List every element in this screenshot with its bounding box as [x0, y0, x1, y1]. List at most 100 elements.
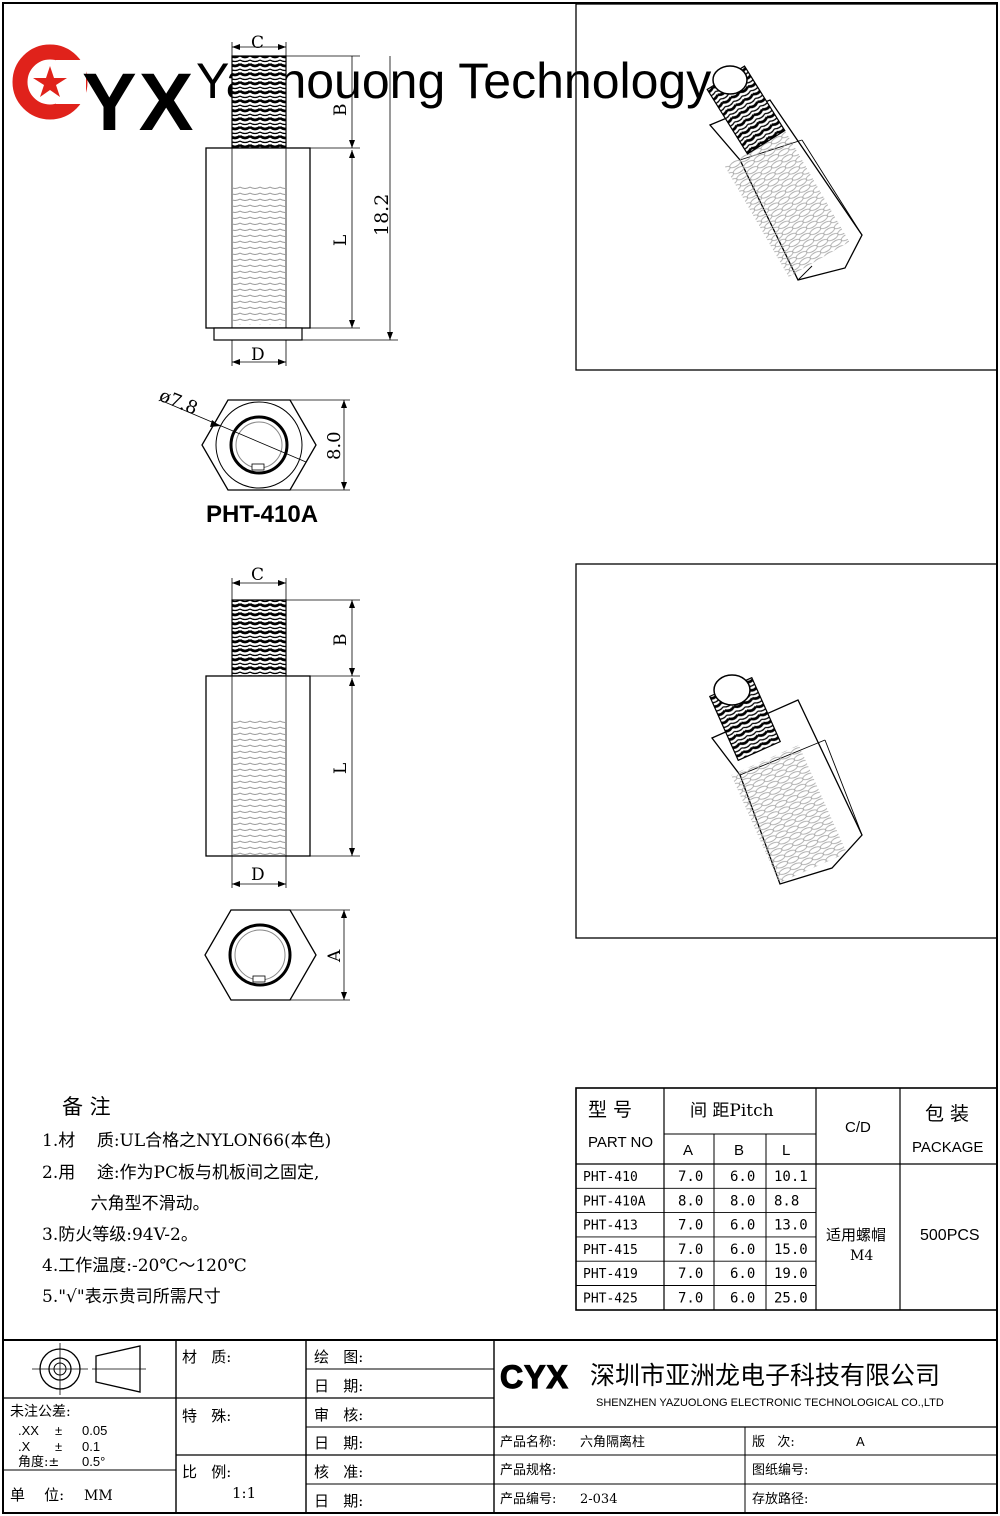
- cell-l: 10.1: [774, 1169, 808, 1185]
- title-block: 材 质: 特 殊: 比 例: 1:1 未注公差: .XX ± 0.05 .X ±…: [2, 1339, 998, 1514]
- dim-a-label: A: [325, 949, 345, 963]
- notes-title: 备 注: [62, 1095, 111, 1119]
- cell-a: 7.0: [678, 1266, 703, 1282]
- tolerance-x-value: 0.1: [82, 1439, 100, 1454]
- dim-d-label: D: [251, 345, 265, 365]
- tolerance-xx-value: 0.05: [82, 1423, 107, 1438]
- cell-part: PHT-413: [583, 1219, 638, 1234]
- title-block-logo: CYX: [500, 1359, 569, 1395]
- table-row: PHT-425 7.0 6.0 25.0: [583, 1291, 808, 1307]
- tolerance-x-pm: ±: [55, 1439, 62, 1454]
- dim-total-label: 18.2: [371, 194, 393, 236]
- version-label: 版 次:: [752, 1434, 795, 1450]
- date-label-3: 日 期:: [314, 1492, 363, 1510]
- table-row: PHT-419 7.0 6.0 19.0: [583, 1266, 808, 1282]
- part1-top-view: ø7.8 8.0: [156, 385, 350, 491]
- tolerance-angle-value: 0.5°: [82, 1454, 105, 1469]
- dim-b-label: B: [331, 634, 351, 647]
- part2-iso-view: [708, 674, 863, 885]
- note-line-4: 3.防火等级:94V-2。: [42, 1225, 198, 1245]
- header-a: A: [683, 1142, 693, 1159]
- cell-b: 6.0: [730, 1218, 755, 1234]
- cell-part: PHT-410A: [583, 1194, 646, 1209]
- reviewed-by-label: 审 核:: [314, 1406, 363, 1424]
- cell-l: 13.0: [774, 1218, 808, 1234]
- header-model-cn: 型 号: [588, 1099, 632, 1121]
- date-label-2: 日 期:: [314, 1434, 363, 1452]
- header-model-en: PART NO: [588, 1134, 653, 1151]
- tolerance-x: .X: [18, 1439, 31, 1454]
- product-number-label: 产品编号:: [500, 1492, 556, 1507]
- dim-l-label: L: [331, 235, 351, 246]
- dim-b-label: B: [331, 104, 351, 117]
- product-spec-label: 产品规格:: [500, 1462, 556, 1478]
- cell-part: PHT-425: [583, 1292, 638, 1307]
- unit-label: 单 位:: [10, 1486, 64, 1504]
- part1-label: PHT-410A: [206, 501, 318, 528]
- part1-iso-view: [706, 65, 863, 281]
- header-b: B: [734, 1142, 744, 1159]
- date-label-1: 日 期:: [314, 1377, 363, 1395]
- part2-side-view: C B L D: [205, 565, 360, 888]
- part1-side-view: C B L 18.2 D: [205, 33, 398, 366]
- spec-table: 型 号 PART NO 间 距Pitch A B L C/D 包 装 PACKA…: [575, 1087, 998, 1311]
- cell-part: PHT-410: [583, 1170, 638, 1185]
- table-row: PHT-410 7.0 6.0 10.1: [583, 1169, 808, 1185]
- cd-value-line2: M4: [850, 1248, 873, 1264]
- cell-l: 8.8: [774, 1193, 799, 1209]
- cell-b: 6.0: [730, 1266, 755, 1282]
- star-icon: [33, 66, 67, 97]
- storage-path-label: 存放路径:: [752, 1491, 808, 1507]
- tolerance-xx: .XX: [18, 1423, 39, 1438]
- cell-a: 7.0: [678, 1291, 703, 1307]
- brand-logo: YX: [12, 44, 193, 148]
- package-value: 500PCS: [920, 1227, 980, 1244]
- cell-b: 6.0: [730, 1291, 755, 1307]
- cell-part: PHT-419: [583, 1267, 638, 1282]
- cell-b: 6.0: [730, 1242, 755, 1258]
- dim-c-label: C: [251, 565, 264, 585]
- company-name-en-footer: SHENZHEN YAZUOLONG ELECTRONIC TECHNOLOGI…: [596, 1397, 944, 1409]
- company-name-cn: 深圳市亚洲龙电子科技有限公司: [590, 1361, 940, 1390]
- cell-part: PHT-415: [583, 1243, 638, 1258]
- note-line-5: 4.工作温度:-20℃～120℃: [42, 1256, 247, 1276]
- special-label: 特 殊:: [182, 1407, 231, 1425]
- header-l: L: [782, 1142, 790, 1159]
- cd-value-line1: 适用螺帽: [826, 1226, 886, 1244]
- version-value: A: [856, 1434, 865, 1449]
- cell-a: 7.0: [678, 1218, 703, 1234]
- header-cd: C/D: [845, 1119, 871, 1136]
- tolerance-xx-pm: ±: [55, 1423, 62, 1438]
- header-pitch: 间 距Pitch: [690, 1101, 774, 1121]
- note-line-3: 六角型不滑动。: [42, 1194, 210, 1214]
- dim-l-label: L: [331, 763, 351, 774]
- dim-diameter-label: ø7.8: [156, 385, 200, 419]
- dim-d-label: D: [251, 865, 265, 885]
- part2-iso-frame: [575, 563, 998, 939]
- tolerance-title: 未注公差:: [10, 1404, 71, 1420]
- header-package-cn: 包 装: [925, 1103, 969, 1125]
- cell-l: 15.0: [774, 1242, 808, 1258]
- unit-value: MM: [84, 1488, 113, 1504]
- dim-hex-label: 8.0: [324, 431, 345, 460]
- tolerance-angle: 角度:±: [18, 1454, 59, 1470]
- cell-a: 7.0: [678, 1169, 703, 1185]
- scale-value: 1:1: [232, 1484, 256, 1502]
- note-line-6: 5."√"表示贵司所需尺寸: [42, 1287, 221, 1307]
- cell-b: 8.0: [730, 1193, 755, 1209]
- dim-c-label: C: [251, 33, 264, 53]
- cell-b: 6.0: [730, 1169, 755, 1185]
- table-row: PHT-413 7.0 6.0 13.0: [583, 1218, 808, 1234]
- projection-symbol-icon: [32, 1343, 146, 1395]
- cell-l: 25.0: [774, 1291, 808, 1307]
- drawing-number-label: 图纸编号:: [752, 1463, 808, 1478]
- note-line-1: 1.材 质:UL合格之NYLON66(本色): [42, 1131, 331, 1151]
- product-number-value: 2-034: [580, 1492, 617, 1507]
- note-line-2: 2.用 途:作为PC板与机板间之固定,: [42, 1163, 319, 1183]
- approved-by-label: 核 准:: [314, 1463, 363, 1481]
- cell-l: 19.0: [774, 1266, 808, 1282]
- notes-section: 备 注 1.材 质:UL合格之NYLON66(本色) 2.用 途:作为PC板与机…: [42, 1095, 331, 1307]
